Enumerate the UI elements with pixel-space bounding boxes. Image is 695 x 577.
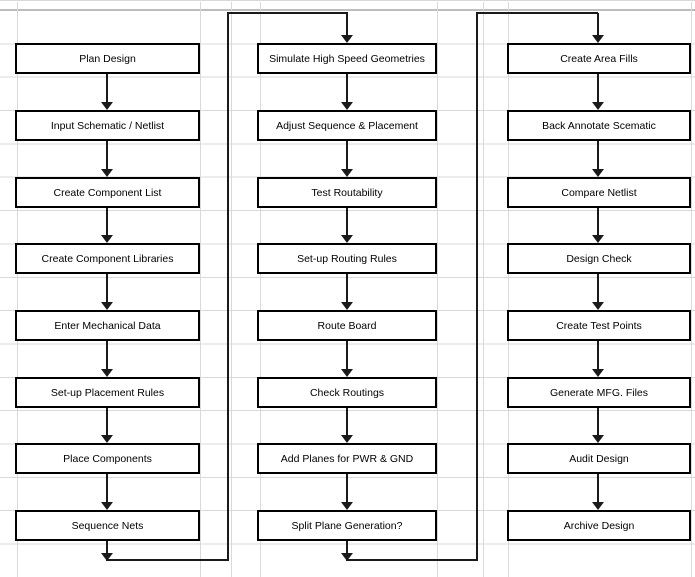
connector-col2-col3-bottom-line (346, 559, 478, 561)
connector-col1-col2-bottom-line (106, 559, 229, 561)
connector-col2-col3-top-line (476, 12, 598, 14)
flow-exit-arrow-col2 (341, 541, 353, 561)
flow-box-set-up-placement-rules[interactable]: Set-up Placement Rules (15, 377, 200, 408)
flow-box-create-component-list[interactable]: Create Component List (15, 177, 200, 208)
grid-top-line (0, 9, 695, 11)
grid-vertical-line (437, 2, 438, 577)
flow-box-check-routings[interactable]: Check Routings (257, 377, 437, 408)
flow-box-create-component-libraries[interactable]: Create Component Libraries (15, 243, 200, 274)
flow-box-generate-mfg-files[interactable]: Generate MFG. Files (507, 377, 691, 408)
grid-vertical-line (691, 2, 692, 577)
flow-box-back-annotate-scematic[interactable]: Back Annotate Scematic (507, 110, 691, 141)
flow-arrow (101, 141, 113, 177)
connector-col1-col2-top-line (227, 12, 348, 14)
grid-vertical-line (508, 2, 509, 577)
grid-vertical-line (260, 2, 261, 577)
flow-box-compare-netlist[interactable]: Compare Netlist (507, 177, 691, 208)
flow-arrow (101, 74, 113, 110)
flow-arrow (341, 274, 353, 310)
flow-arrow (341, 74, 353, 110)
flow-box-split-plane-generation[interactable]: Split Plane Generation? (257, 510, 437, 541)
flow-entry-arrow-col2 (341, 13, 353, 43)
flow-arrow (101, 274, 113, 310)
flow-box-simulate-high-speed-geometries[interactable]: Simulate High Speed Geometries (257, 43, 437, 74)
flow-box-test-routability[interactable]: Test Routability (257, 177, 437, 208)
flow-box-input-schematic-netlist[interactable]: Input Schematic / Netlist (15, 110, 200, 141)
grid-vertical-line (17, 2, 18, 577)
flow-arrow (592, 408, 604, 443)
flow-box-plan-design[interactable]: Plan Design (15, 43, 200, 74)
flow-arrow (341, 208, 353, 243)
flow-arrow (341, 341, 353, 377)
flow-arrow (592, 274, 604, 310)
flow-box-adjust-sequence-placement[interactable]: Adjust Sequence & Placement (257, 110, 437, 141)
connector-col1-col2-rail (227, 12, 229, 561)
flow-box-enter-mechanical-data[interactable]: Enter Mechanical Data (15, 310, 200, 341)
flow-arrow (101, 474, 113, 510)
flow-arrow (101, 408, 113, 443)
flow-box-place-components[interactable]: Place Components (15, 443, 200, 474)
flow-box-audit-design[interactable]: Audit Design (507, 443, 691, 474)
flow-box-set-up-routing-rules[interactable]: Set-up Routing Rules (257, 243, 437, 274)
flow-box-design-check[interactable]: Design Check (507, 243, 691, 274)
flow-box-create-test-points[interactable]: Create Test Points (507, 310, 691, 341)
flow-box-route-board[interactable]: Route Board (257, 310, 437, 341)
grid-vertical-line (231, 2, 232, 577)
connector-col2-col3-rail (476, 12, 478, 561)
flow-arrow (101, 208, 113, 243)
flow-box-add-planes-for-pwr-gnd[interactable]: Add Planes for PWR & GND (257, 443, 437, 474)
flow-arrow (592, 208, 604, 243)
flow-entry-arrow-col3 (592, 13, 604, 43)
flow-box-sequence-nets[interactable]: Sequence Nets (15, 510, 200, 541)
flow-box-create-area-fills[interactable]: Create Area Fills (507, 43, 691, 74)
flow-arrow (592, 141, 604, 177)
flow-arrow (592, 74, 604, 110)
flow-arrow (341, 141, 353, 177)
flow-arrow (592, 474, 604, 510)
flow-arrow (101, 341, 113, 377)
flow-box-archive-design[interactable]: Archive Design (507, 510, 691, 541)
flow-arrow (592, 341, 604, 377)
flow-exit-arrow-col1 (101, 541, 113, 561)
grid-vertical-line (200, 2, 201, 577)
flow-arrow (341, 408, 353, 443)
grid-vertical-line (483, 2, 484, 577)
flow-arrow (341, 474, 353, 510)
